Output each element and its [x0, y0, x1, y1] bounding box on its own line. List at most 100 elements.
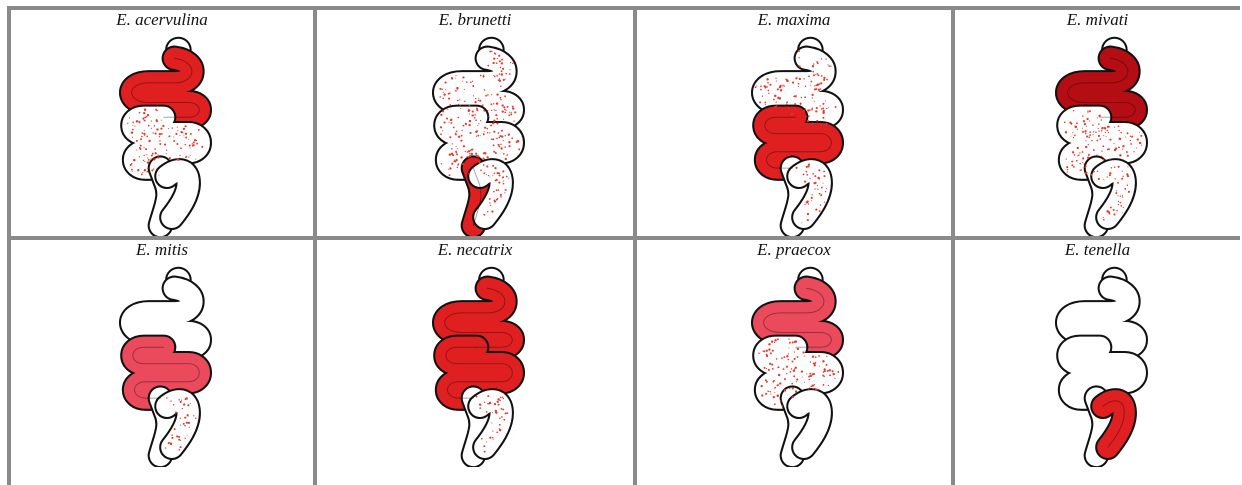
speckle-dot: [503, 419, 505, 421]
speckle-dot: [806, 201, 808, 203]
speckle-dot: [138, 121, 139, 122]
speckle-dot: [136, 140, 138, 142]
speckle-dot: [187, 404, 189, 406]
speckle-dot: [496, 189, 498, 191]
speckle-dot: [811, 200, 812, 201]
speckle-dot: [801, 97, 802, 98]
speckle-dot: [816, 107, 818, 109]
speckle-dot: [793, 370, 795, 372]
speckle-dot: [168, 135, 170, 137]
speckle-dot: [193, 141, 195, 143]
speckle-dot: [448, 169, 449, 170]
speckle-dot: [505, 189, 507, 191]
speckle-dot: [1126, 185, 1127, 186]
speckle-dot: [1102, 145, 1104, 147]
speckle-dot: [503, 140, 504, 141]
speckle-dot: [829, 374, 831, 376]
panel: E. acervulina: [7, 6, 317, 240]
speckle-dot: [812, 384, 814, 386]
speckle-dot: [814, 384, 815, 385]
speckle-dot: [188, 139, 189, 140]
speckle-dot: [178, 399, 179, 400]
speckle-dot: [518, 148, 520, 150]
speckle-dot: [502, 397, 503, 398]
speckle-dot: [784, 389, 786, 391]
speckle-dot: [443, 98, 444, 99]
speckle-dot: [1130, 143, 1132, 145]
speckle-dot: [143, 119, 144, 120]
intestine-svg: [87, 262, 237, 467]
speckle-dot: [1073, 154, 1075, 156]
speckle-dot: [509, 112, 510, 113]
speckle-dot: [451, 122, 453, 124]
speckle-dot: [489, 132, 490, 133]
speckle-dot: [1100, 119, 1101, 120]
speckle-dot: [1096, 171, 1097, 172]
speckle-dot: [454, 160, 455, 161]
speckle-dot: [506, 110, 507, 111]
speckle-dot: [1125, 151, 1127, 153]
speckle-dot: [782, 86, 783, 87]
speckle-dot: [827, 64, 828, 65]
speckle-dot: [766, 78, 768, 80]
speckle-dot: [503, 106, 505, 108]
speckle-dot: [447, 109, 448, 110]
speckle-dot: [159, 133, 161, 135]
speckle-dot: [493, 131, 495, 133]
speckle-dot: [776, 80, 777, 81]
speckle-dot: [788, 359, 789, 360]
speckle-dot: [1083, 163, 1084, 164]
speckle-dot: [198, 129, 200, 131]
speckle-dot: [497, 401, 499, 403]
intestine-svg: [719, 32, 869, 237]
speckle-dot: [1126, 132, 1128, 134]
speckle-dot: [811, 109, 813, 111]
speckle-dot: [460, 140, 462, 142]
speckle-dot: [1107, 148, 1109, 150]
speckle-dot: [813, 182, 815, 184]
speckle-dot: [814, 85, 815, 86]
speckle-dot: [493, 144, 495, 146]
speckle-dot: [468, 150, 470, 152]
speckle-dot: [780, 85, 782, 87]
speckle-dot: [483, 158, 485, 160]
speckle-dot: [815, 110, 817, 112]
speckle-dot: [486, 411, 488, 413]
speckle-dot: [1108, 174, 1110, 176]
panel: E. maxima: [637, 6, 955, 240]
speckle-dot: [1084, 133, 1085, 134]
speckle-dot: [503, 398, 504, 399]
speckle-dot: [493, 172, 495, 174]
speckle-dot: [463, 125, 465, 127]
speckle-dot: [824, 175, 826, 177]
speckle-dot: [479, 100, 481, 102]
speckle-dot: [456, 130, 458, 132]
speckle-dot: [187, 435, 188, 436]
speckle-dot: [501, 104, 503, 106]
speckle-dot: [783, 368, 785, 370]
speckle-dot: [776, 358, 778, 360]
speckle-dot: [809, 387, 810, 388]
speckle-dot: [501, 135, 503, 137]
speckle-dot: [773, 99, 775, 101]
speckle-dot: [820, 105, 821, 106]
speckle-dot: [153, 168, 154, 169]
speckle-dot: [498, 172, 500, 174]
speckle-dot: [499, 429, 501, 431]
speckle-dot: [1082, 120, 1084, 122]
speckle-dot: [776, 105, 777, 106]
speckle-dot: [500, 194, 502, 196]
speckle-dot: [1138, 142, 1140, 144]
speckle-dot: [819, 83, 821, 85]
speckle-dot: [183, 132, 184, 133]
speckle-dot: [131, 131, 133, 133]
panel: E. brunetti: [317, 6, 637, 240]
speckle-dot: [807, 219, 809, 221]
speckle-dot: [1097, 178, 1099, 180]
speckle-dot: [812, 373, 813, 374]
speckle-dot: [201, 146, 203, 148]
speckle-dot: [173, 404, 174, 405]
speckle-dot: [796, 379, 798, 381]
speckle-dot: [764, 102, 766, 104]
speckle-dot: [155, 152, 157, 154]
